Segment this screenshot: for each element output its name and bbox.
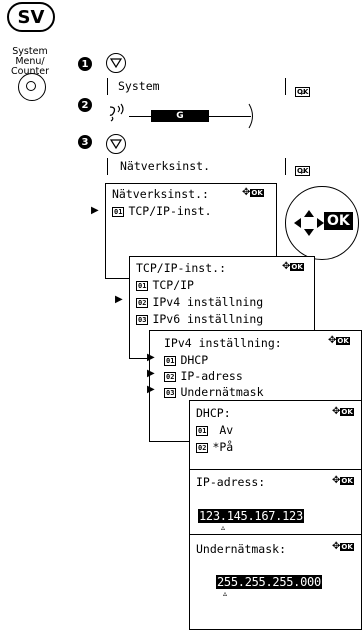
screen-undernatmask: Undernätmask: ✥OK 255.255.255.000 ▵: [189, 534, 362, 630]
screen-title: IPv4 inställning:: [164, 336, 282, 350]
bracket-icon: [248, 103, 253, 129]
system-menu-label-line2: Counter: [11, 66, 49, 77]
line-left: [129, 116, 151, 117]
selection-arrow-icon: ▶: [91, 205, 99, 216]
screen-dhcp: DHCP: ✥OK 01 Av 02*På: [189, 400, 362, 470]
screen-title: Nätverksinst.:: [112, 187, 209, 201]
ok-nav-indicator: ✥OK: [332, 541, 354, 552]
screen-title: IP-adress:: [196, 475, 266, 489]
selection-arrow-icon: ▶: [147, 384, 155, 395]
step-3-ok-key[interactable]: OK: [295, 166, 311, 176]
screen-title: TCP/IP-inst.:: [136, 261, 227, 275]
ok-navigation-key[interactable]: OK: [285, 186, 359, 260]
subnet-mask-value[interactable]: 255.255.255.000: [216, 575, 322, 589]
menu-item[interactable]: 02*På: [196, 440, 234, 454]
ok-badge-large: OK: [324, 212, 353, 230]
ok-nav-indicator: ✥OK: [328, 335, 350, 346]
ok-nav-indicator: ✥OK: [282, 261, 304, 272]
down-arrow-key-2[interactable]: [106, 134, 126, 154]
cursor-marker: ▵: [223, 589, 228, 598]
step-1-badge: 1: [78, 57, 92, 71]
step-2-cursor-bar: G: [151, 110, 209, 122]
step-3-screen-text: Nätverksinst.: [120, 159, 211, 173]
step-1-screen-text: System: [118, 79, 160, 93]
selection-arrow-icon: ▶: [147, 368, 155, 379]
menu-item[interactable]: 01 Av: [196, 423, 234, 437]
down-arrow-key[interactable]: [106, 53, 126, 73]
four-way-arrow-icon: [294, 210, 324, 236]
screen-edge-left: [107, 78, 108, 95]
enter-icon: ↵: [300, 89, 307, 98]
system-menu-label: System Menu/ Counter: [0, 47, 60, 77]
sound-wave-icon: [109, 103, 124, 122]
ok-nav-indicator: ✥OK: [332, 475, 354, 486]
system-menu-key[interactable]: [18, 73, 46, 101]
triangle-down-icon: [110, 58, 122, 69]
triangle-down-icon: [110, 139, 122, 150]
screen-edge-right-2: [285, 158, 286, 175]
line-right: [209, 116, 251, 117]
ok-nav-indicator: ✥OK: [332, 406, 354, 417]
step-2-badge: 2: [78, 98, 92, 112]
screen-edge-left-2: [107, 158, 108, 175]
ok-nav-indicator: ✥OK: [242, 187, 264, 198]
step-1-ok-key[interactable]: OK: [295, 87, 311, 97]
screen-edge-right: [285, 78, 286, 95]
selection-arrow-icon: ▶: [115, 294, 123, 305]
screen-title: Undernätmask:: [196, 542, 287, 556]
key-dot-icon: [26, 81, 36, 91]
enter-icon: ↵: [300, 168, 307, 177]
cursor-marker: ▵: [221, 523, 226, 532]
ip-address-value[interactable]: 123.145.167.123: [198, 509, 304, 523]
system-menu-label-line1: System Menu/: [12, 46, 48, 67]
screen-ip-adress: IP-adress: ✥OK 123.145.167.123 ▵: [189, 469, 362, 535]
selection-arrow-icon: ▶: [147, 352, 155, 363]
sv-badge: SV: [7, 2, 55, 32]
screen-title: DHCP:: [196, 406, 231, 420]
step-3-badge: 3: [78, 135, 92, 149]
